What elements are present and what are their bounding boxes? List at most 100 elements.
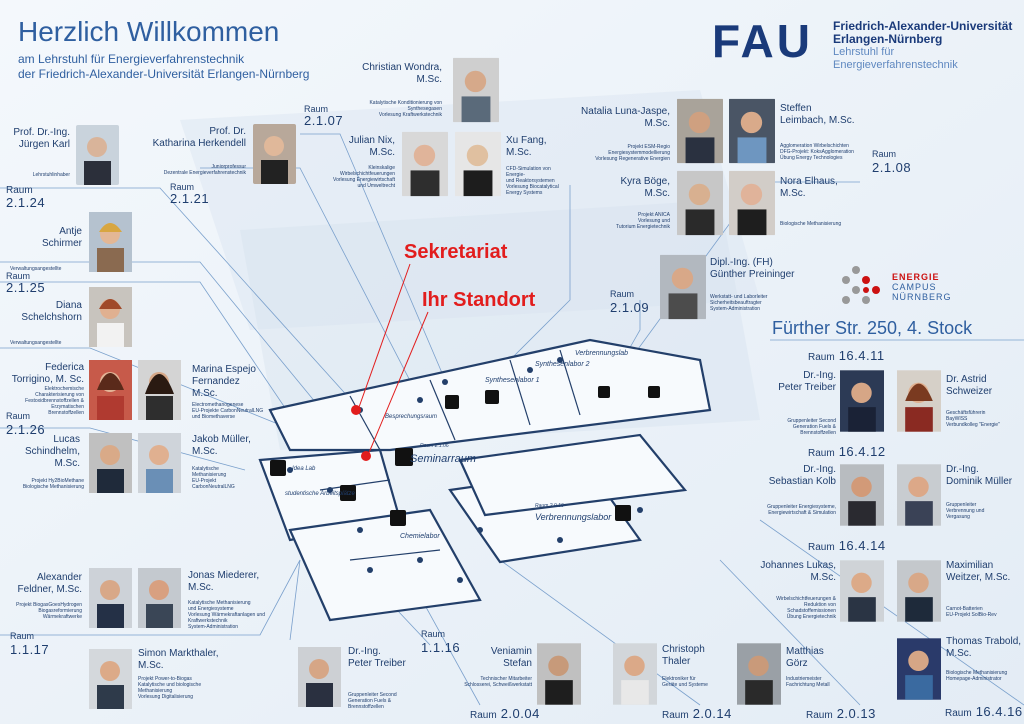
ec-line2: CAMPUS bbox=[892, 282, 937, 292]
treiber1-role3: Brennstoffzellen bbox=[348, 704, 384, 710]
wc-icon bbox=[648, 386, 660, 398]
schindhelm-name3: M.Sc. bbox=[54, 458, 80, 469]
weitzer-photo bbox=[897, 558, 941, 624]
address-heading: Fürther Str. 250, 4. Stock bbox=[772, 318, 973, 338]
plan-seminarraum-no: Raum 2.1.06 bbox=[420, 443, 449, 449]
markthaler-name1: Simon Markthaler, bbox=[138, 648, 219, 659]
schweizer-name1: Dr. Astrid bbox=[946, 374, 987, 385]
schindhelm-role: Projekt Hy2BioMethane Biologische Methan… bbox=[8, 478, 84, 490]
dept-line2: Energieverfahrenstechnik bbox=[833, 59, 958, 71]
schelchshorn-name: Diana Schelchshorn bbox=[10, 300, 82, 324]
schelchshorn-name1: Diana bbox=[55, 300, 82, 311]
schweizer-photo bbox=[897, 368, 941, 434]
sekretariat-label: Sekretariat bbox=[404, 241, 508, 263]
boege-role: Projekt ANICA Vorlesung und Tutorium Ene… bbox=[590, 212, 670, 230]
treiber2-role: Gruppenleiter Second Generation Fuels & … bbox=[756, 418, 836, 436]
energie-campus-text: ENERGIE CAMPUS NÜRNBERG bbox=[892, 272, 952, 302]
wondra-name1: Christian Wondra, bbox=[362, 62, 442, 73]
dmueller-role1: Gruppenleiter bbox=[946, 502, 977, 508]
kolb-role2: Energiewirtschaft & Simulation bbox=[768, 510, 836, 516]
luna-name1: Natalia Luna-Jaspe, bbox=[581, 106, 670, 117]
plan-verbrennungslabor: Verbrennungslabor bbox=[535, 512, 612, 522]
fernandez-role2: EU-Projekte CarbonNeutralLNG bbox=[192, 408, 264, 414]
trabold-role1: Biologische Methanisierung bbox=[946, 670, 1008, 676]
treiber2-role3: Brennstoffzellen bbox=[800, 430, 836, 436]
mueller-role: Katalytische Methanisierung EU-Projekt C… bbox=[192, 466, 272, 490]
room-word: Raum bbox=[808, 352, 835, 363]
chemistry-icon bbox=[390, 510, 406, 526]
schweizer-name2: Schweizer bbox=[946, 386, 993, 397]
feldner-name: Alexander Feldner, M.Sc. bbox=[8, 572, 82, 596]
ec-line1: ENERGIE bbox=[892, 272, 940, 282]
goerz-role1: Industriemeister bbox=[786, 676, 822, 682]
treiber2-name: Dr.-Ing. Peter Treiber bbox=[756, 370, 836, 394]
trabold-role: Biologische Methanisierung Homepage-Admi… bbox=[946, 670, 1022, 682]
treiber1-role: Gruppenleiter Second Generation Fuels & … bbox=[348, 692, 428, 710]
kolb-role1: Gruppenleiter Energiesysteme, bbox=[767, 504, 836, 510]
plan-chemielabor: Chemielabor bbox=[400, 533, 440, 540]
fernandez-role1: Electromethanogenese bbox=[192, 402, 244, 408]
kolb-name: Dr.-Ing. Sebastian Kolb bbox=[750, 464, 836, 488]
room-number: 16.4.16 bbox=[975, 704, 1023, 719]
fang-role5: Energy Systems bbox=[506, 190, 543, 196]
workstation-icon bbox=[340, 485, 356, 501]
mueller-photo bbox=[138, 430, 181, 496]
nix-role3: Vorlesung Energiewirtschaft bbox=[333, 177, 395, 183]
dmueller-role: Gruppenleiter Verbrennung und Vergasung bbox=[946, 502, 1022, 520]
thaler-role: Elektroniker für Geräte und Systeme bbox=[662, 676, 732, 688]
room-number: 2.1.08 bbox=[872, 160, 912, 175]
fernandez-photo bbox=[138, 358, 181, 422]
treiber2-photo bbox=[840, 368, 884, 434]
room-number: 2.1.21 bbox=[170, 191, 210, 206]
weitzer-name: Maximilian Weitzer, M.Sc. bbox=[946, 560, 1022, 584]
herkendell-name2: Katharina Herkendell bbox=[152, 138, 246, 149]
fang-role4: Vorlesung Biocatalytical bbox=[506, 184, 559, 190]
ec-line3: NÜRNBERG bbox=[892, 292, 952, 302]
leimbach-name2: Leimbach, M.Sc. bbox=[780, 115, 855, 126]
thaler-name1: Christoph bbox=[662, 644, 705, 655]
mueller-role4: CarbonNeutralLNG bbox=[192, 484, 235, 490]
torrigino-role: Elektrochemische Charakterisierung von F… bbox=[8, 386, 84, 416]
fang-name2: M.Sc. bbox=[506, 147, 532, 158]
torrigino-role4: Erzymatischen bbox=[51, 404, 84, 410]
preininger-name1: Dipl.-Ing. (FH) bbox=[710, 257, 773, 268]
thaler-name: Christoph Thaler bbox=[662, 644, 722, 668]
university-line1: Friedrich-Alexander-Universität bbox=[833, 19, 1013, 33]
lukas-role3: Schadstoffemissionen bbox=[787, 608, 836, 614]
idea-icon bbox=[270, 460, 286, 476]
miederer-role: Katalytische Methanisierung und Energies… bbox=[188, 600, 298, 630]
room-word: Raum bbox=[872, 149, 897, 159]
subtitle-line2: der Friedrich-Alexander-Universität Erla… bbox=[18, 67, 310, 81]
dmueller-name1: Dr.-Ing. bbox=[946, 464, 979, 475]
stefan-name2: Stefan bbox=[503, 658, 532, 669]
treiber1-photo bbox=[298, 644, 341, 710]
markthaler-photo bbox=[89, 646, 132, 712]
schweizer-role2: BayWISS bbox=[946, 416, 968, 422]
seminar-icon bbox=[395, 448, 413, 466]
stefan-photo bbox=[537, 640, 581, 708]
boege-role2: Vorlesung und bbox=[638, 218, 670, 224]
stefan-name1: Veniamin bbox=[490, 646, 532, 657]
room-word: Raum bbox=[6, 271, 31, 281]
dmueller-role2: Verbrennung und bbox=[946, 508, 985, 514]
karl-photo bbox=[76, 125, 119, 185]
herkendell-role1: Juniorprofessur bbox=[211, 164, 246, 170]
room-number: 2.0.13 bbox=[836, 706, 876, 721]
fernandez-role: Electromethanogenese EU-Projekte CarbonN… bbox=[192, 402, 302, 420]
room-word: Raum bbox=[662, 710, 689, 721]
schindhelm-name2: Schindhelm, bbox=[24, 446, 80, 457]
room-number: 2.1.25 bbox=[6, 280, 46, 295]
schindhelm-photo bbox=[89, 430, 132, 496]
university-line2: Erlangen-Nürnberg bbox=[833, 32, 943, 46]
dmueller-photo bbox=[897, 462, 941, 528]
dmueller-name: Dr.-Ing. Dominik Müller bbox=[946, 464, 1022, 488]
room-word: Raum bbox=[945, 708, 972, 719]
plan-verbrennungslab: Verbrennungslab bbox=[575, 350, 628, 357]
